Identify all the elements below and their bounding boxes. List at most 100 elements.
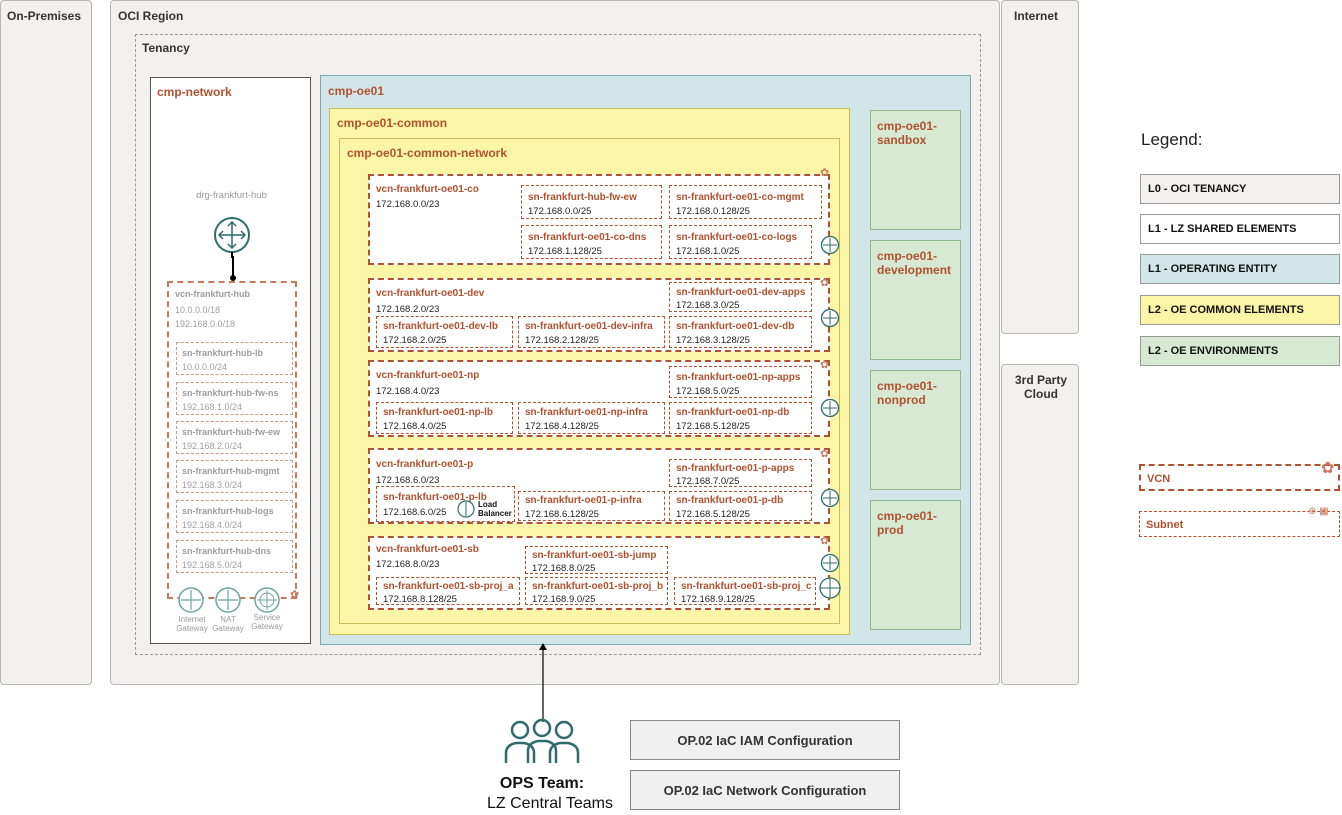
vcn-badge-icon: ✿ (820, 359, 830, 371)
vcn-dev[interactable]: vcn-frankfurt-oe01-dev 172.168.2.0/23 sn… (368, 278, 830, 352)
iac-network-config-button[interactable]: OP.02 IaC Network Configuration (630, 770, 900, 810)
subnet[interactable]: sn-frankfurt-oe01-co-dns 172.168.1.128/2… (521, 225, 662, 259)
drg-router-icon (214, 217, 250, 258)
subnet-name: sn-frankfurt-oe01-np-apps (676, 372, 801, 383)
subnet[interactable]: sn-frankfurt-oe01-dev-infra 172.168.2.12… (518, 316, 665, 348)
cmp-network-title: cmp-network (157, 85, 232, 99)
subnet[interactable]: sn-frankfurt-oe01-np-apps 172.168.5.0/25 (669, 366, 812, 398)
vcn-cidr: 172.168.6.0/23 (376, 475, 440, 486)
subnet-cidr: 172.168.5.128/25 (676, 421, 750, 432)
vcn-cidr: 172.168.2.0/23 (376, 304, 440, 315)
team-title: OPS Team: (499, 775, 585, 792)
subnet[interactable]: sn-frankfurt-oe01-p-apps 172.168.7.0/25 (669, 459, 812, 487)
hub-vcn-cidr-1: 10.0.0.0/18 (175, 305, 221, 315)
hub-subnet-name: sn-frankfurt-hub-fw-ns (182, 388, 279, 398)
router-icon (820, 235, 840, 255)
legend-title: Legend: (1141, 130, 1203, 149)
subnet[interactable]: sn-frankfurt-oe01-dev-apps 172.168.3.0/2… (669, 282, 812, 312)
subnet[interactable]: sn-frankfurt-oe01-co-mgmt 172.168.0.128/… (669, 185, 822, 219)
env-nonprod[interactable]: cmp-oe01-nonprod (870, 370, 961, 490)
drg-label: drg-frankfurt-hub (196, 190, 267, 201)
subnet-name: sn-frankfurt-oe01-sb-jump (532, 550, 657, 561)
on-premises-title: On-Premises (7, 9, 82, 23)
oci-region-title: OCI Region (118, 9, 184, 23)
subnet-cidr: 172.168.0.128/25 (676, 206, 750, 217)
legend-vcn: VCN ✿ (1139, 460, 1340, 491)
vcn-co[interactable]: vcn-frankfurt-oe01-co 172.168.0.0/23 sn-… (368, 174, 830, 265)
subnet[interactable]: sn-frankfurt-oe01-np-lb 172.168.4.0/25 (376, 402, 513, 434)
subnet-name: sn-frankfurt-oe01-dev-db (676, 321, 795, 332)
env-prod-title: cmp-oe01-prod (877, 509, 938, 537)
subnet-name: sn-frankfurt-oe01-dev-lb (383, 321, 499, 332)
iac-iam-config-button[interactable]: OP.02 IaC IAM Configuration (630, 720, 900, 760)
legend-item: L1 - LZ SHARED ELEMENTS (1140, 214, 1340, 244)
subnet-cidr: 172.168.8.128/25 (383, 594, 457, 605)
subnet[interactable]: sn-frankfurt-oe01-p-db 172.168.5.128/25 (669, 491, 812, 521)
on-premises-region: On-Premises (0, 0, 92, 685)
env-prod[interactable]: cmp-oe01-prod (870, 500, 961, 630)
subnet-cidr: 172.168.3.0/25 (676, 300, 740, 311)
hub-subnet-cidr: 192.168.3.0/24 (182, 480, 243, 490)
vcn-name: vcn-frankfurt-oe01-p (376, 459, 474, 470)
subnet-cidr: 172.168.8.0/25 (532, 563, 596, 574)
subnet[interactable]: sn-frankfurt-oe01-sb-proj_b 172.168.9.0/… (525, 577, 668, 605)
subnet-cidr: 172.168.0.0/25 (528, 206, 592, 217)
subnet[interactable]: sn-frankfurt-oe01-dev-lb 172.168.2.0/25 (376, 316, 513, 348)
vcn-cidr: 172.168.4.0/23 (376, 386, 440, 397)
subnet[interactable]: sn-frankfurt-oe01-p-infra 172.168.6.128/… (518, 491, 665, 521)
vcn-cidr: 172.168.8.0/23 (376, 559, 440, 570)
subnet-cidr: 172.168.6.128/25 (525, 509, 599, 520)
subnet-name: sn-frankfurt-oe01-p-infra (525, 495, 642, 506)
third-party-cloud-region: 3rd Party Cloud (1001, 364, 1079, 685)
vcn-np[interactable]: vcn-frankfurt-oe01-np 172.168.4.0/23 sn-… (368, 360, 830, 437)
vcn-sb[interactable]: vcn-frankfurt-oe01-sb 172.168.8.0/23 sn-… (368, 536, 830, 610)
subnet[interactable]: sn-frankfurt-oe01-dev-db 172.168.3.128/2… (669, 316, 812, 348)
legend-item: L2 - OE ENVIRONMENTS (1140, 336, 1340, 366)
hub-vcn-badge-icon: ✿ (290, 589, 300, 601)
hub-vcn-cidr-2: 192.168.0.0/18 (175, 319, 236, 329)
cmp-oe01-common-network-title: cmp-oe01-common-network (347, 146, 508, 160)
vcn-badge-icon: ✿ (820, 277, 830, 289)
hub-subnet[interactable]: sn-frankfurt-hub-fw-ns 192.168.1.0/24 (176, 382, 293, 415)
subnet-cidr: 172.168.9.0/25 (532, 594, 596, 605)
legend-item: L0 - OCI TENANCY (1140, 174, 1340, 204)
subnet[interactable]: sn-frankfurt-oe01-np-db 172.168.5.128/25 (669, 402, 812, 434)
subnet[interactable]: sn-frankfurt-hub-fw-ew 172.168.0.0/25 (521, 185, 662, 219)
cmp-oe01-common-title: cmp-oe01-common (337, 116, 448, 130)
hub-vcn-name: vcn-frankfurt-hub (175, 289, 250, 299)
subnet-name: sn-frankfurt-oe01-sb-proj_b (532, 581, 664, 592)
subnet-cidr: 172.168.3.128/25 (676, 335, 750, 346)
hub-subnet[interactable]: sn-frankfurt-hub-logs 192.168.4.0/24 (176, 500, 293, 533)
subnet-name: sn-frankfurt-oe01-sb-proj_c (681, 581, 812, 592)
tenancy-title: Tenancy (142, 41, 190, 55)
cmp-oe01-title: cmp-oe01 (328, 84, 385, 98)
team-subtitle: LZ Central Teams (487, 795, 613, 812)
hub-vcn[interactable]: vcn-frankfurt-hub 10.0.0.0/18 192.168.0.… (167, 281, 297, 599)
subnet[interactable]: sn-frankfurt-oe01-np-infra 172.168.4.128… (518, 402, 665, 434)
tenancy-container: Tenancy (135, 34, 981, 655)
hub-subnet[interactable]: sn-frankfurt-hub-mgmt 192.168.3.0/24 (176, 460, 293, 493)
hub-subnet-cidr: 10.0.0.0/24 (182, 362, 228, 372)
subnet-cidr: 172.168.9.128/25 (681, 594, 755, 605)
hub-subnet[interactable]: sn-frankfurt-hub-lb 10.0.0.0/24 (176, 342, 293, 375)
hub-subnet-cidr: 192.168.2.0/24 (182, 441, 243, 451)
hub-subnet[interactable]: sn-frankfurt-hub-fw-ew 192.168.2.0/24 (176, 421, 293, 454)
subnet[interactable]: sn-frankfurt-oe01-sb-proj_c 172.168.9.12… (674, 577, 816, 605)
hub-subnet-name: sn-frankfurt-hub-lb (182, 348, 263, 358)
router-icon (820, 308, 840, 328)
env-development[interactable]: cmp-oe01-development (870, 240, 961, 360)
subnet-cidr: 172.168.4.0/25 (383, 421, 447, 432)
subnet-name: sn-frankfurt-oe01-p-db (676, 495, 784, 506)
env-sandbox[interactable]: cmp-oe01-sandbox (870, 110, 961, 230)
internet-gateway-label: Internet Gateway (176, 615, 208, 633)
hub-subnet[interactable]: sn-frankfurt-hub-dns 192.168.5.0/24 (176, 540, 293, 573)
subnet-cidr: 172.168.1.0/25 (676, 246, 740, 257)
subnet[interactable]: sn-frankfurt-oe01-co-logs 172.168.1.0/25 (669, 225, 812, 259)
subnet[interactable]: sn-frankfurt-oe01-sb-proj_a 172.168.8.12… (376, 577, 520, 605)
internet-region: Internet (1001, 0, 1079, 334)
env-development-title: cmp-oe01-development (877, 249, 952, 277)
subnet[interactable]: sn-frankfurt-oe01-p-lb 172.168.6.0/25 Lo… (376, 486, 515, 522)
subnet[interactable]: sn-frankfurt-oe01-sb-jump 172.168.8.0/25 (525, 546, 668, 574)
subnet-name: sn-frankfurt-oe01-co-mgmt (676, 192, 804, 203)
vcn-p[interactable]: vcn-frankfurt-oe01-p 172.168.6.0/23 sn-f… (368, 448, 830, 524)
